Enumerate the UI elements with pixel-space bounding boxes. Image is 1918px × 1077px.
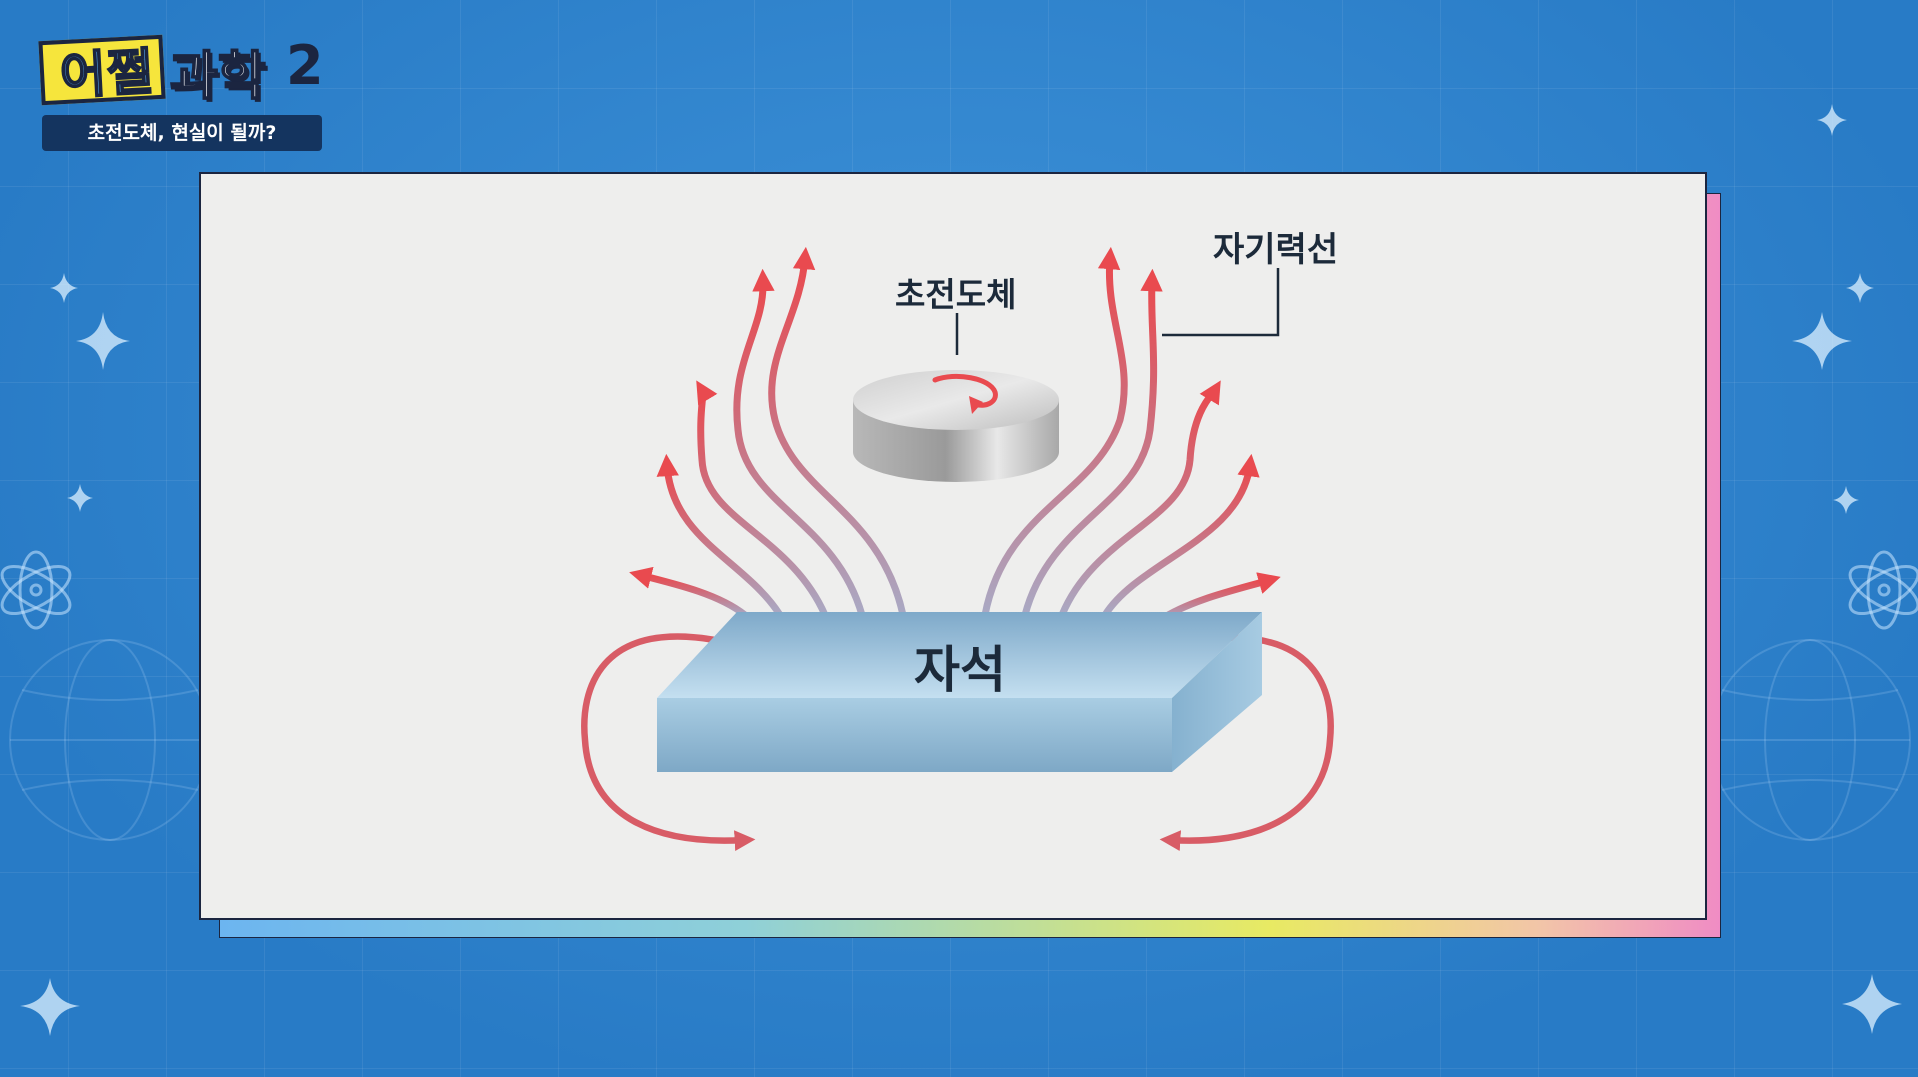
field-line bbox=[1021, 268, 1163, 619]
field-loop-left bbox=[581, 633, 756, 851]
globe-icon bbox=[1709, 639, 1911, 841]
field-line bbox=[981, 246, 1128, 619]
episode-subtitle: 초전도체, 현실이 될까? bbox=[42, 115, 322, 151]
superconductor-disc bbox=[853, 370, 1059, 482]
superconductor-label: 초전도체 bbox=[895, 275, 1017, 314]
sparkle-icon bbox=[50, 273, 78, 303]
field-line bbox=[768, 246, 907, 619]
sparkle-icon bbox=[76, 312, 130, 370]
magnet-bar bbox=[657, 612, 1262, 772]
field-line bbox=[656, 453, 784, 619]
sparkle-icon bbox=[1842, 974, 1902, 1034]
atom-icon bbox=[0, 550, 72, 630]
diagram-panel bbox=[199, 172, 1707, 920]
field-loops bbox=[581, 633, 1334, 852]
field-line bbox=[1058, 380, 1221, 619]
sparkle-icon bbox=[1817, 104, 1847, 136]
field-loop-right bbox=[1159, 634, 1334, 852]
sparkle-icon bbox=[1833, 486, 1859, 514]
show-logo: 어쩔 과학 2 bbox=[38, 34, 340, 110]
field-lines-right bbox=[981, 246, 1281, 624]
atom-icon bbox=[1848, 550, 1918, 630]
field-lines-left bbox=[629, 246, 907, 619]
logo-number: 2 bbox=[286, 34, 324, 97]
field-line bbox=[1101, 453, 1260, 619]
rotation-arrow-icon bbox=[932, 373, 998, 408]
callout-lines bbox=[955, 268, 1280, 355]
field-line bbox=[629, 566, 749, 619]
field-lines-label: 자기력선 bbox=[1213, 230, 1339, 270]
magnet-label: 자석 bbox=[914, 641, 1006, 699]
field-line bbox=[733, 268, 866, 619]
field-line bbox=[696, 380, 829, 619]
field-line-callout bbox=[1162, 268, 1280, 337]
sparkle-icon bbox=[1792, 312, 1852, 370]
sparkle-icon bbox=[20, 978, 80, 1036]
sparkle-icon bbox=[1846, 273, 1874, 303]
sparkle-icon bbox=[67, 484, 93, 512]
logo-text-part2: 과학 bbox=[169, 46, 267, 108]
